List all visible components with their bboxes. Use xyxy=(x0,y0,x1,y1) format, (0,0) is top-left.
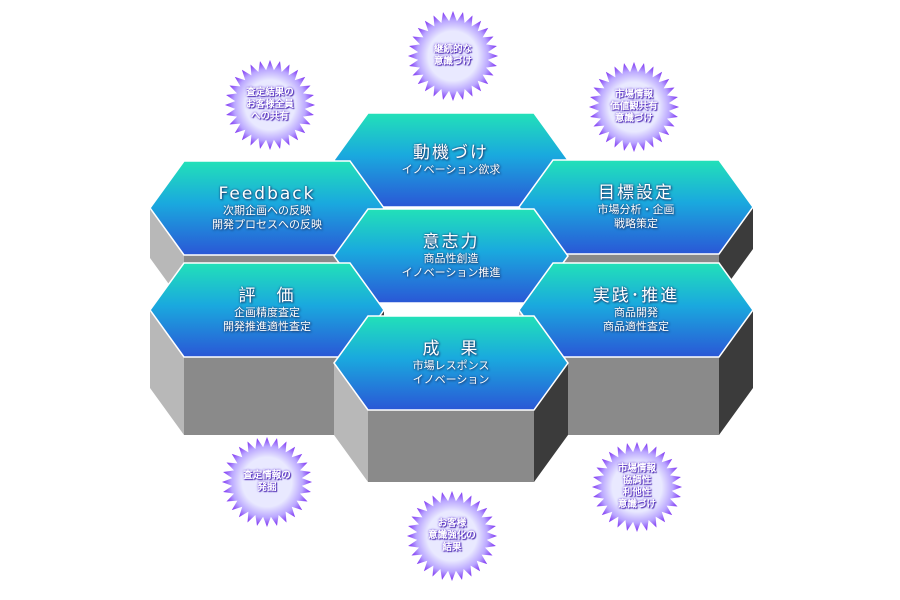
starburst-continuous xyxy=(408,11,498,101)
hexagon-tops xyxy=(149,112,754,411)
side-wall-front-evaluation xyxy=(184,357,350,435)
side-wall-left-evaluation xyxy=(150,310,184,435)
hexagon-feedback xyxy=(149,160,385,256)
side-wall-front-practice xyxy=(553,357,719,435)
starburst-market-coop xyxy=(592,442,682,532)
side-wall-right-result xyxy=(534,363,568,482)
side-wall-left-result xyxy=(334,363,368,482)
starburst-customer xyxy=(407,491,497,581)
side-wall-right-practice xyxy=(719,310,753,435)
hexagon-evaluation xyxy=(149,262,385,358)
starburst-talent xyxy=(222,437,312,527)
starburst-badges xyxy=(222,11,682,581)
side-wall-front-result xyxy=(368,410,534,482)
hexagon-result xyxy=(333,315,569,411)
starburst-market-value xyxy=(589,62,679,152)
starburst-share-all xyxy=(225,60,315,150)
